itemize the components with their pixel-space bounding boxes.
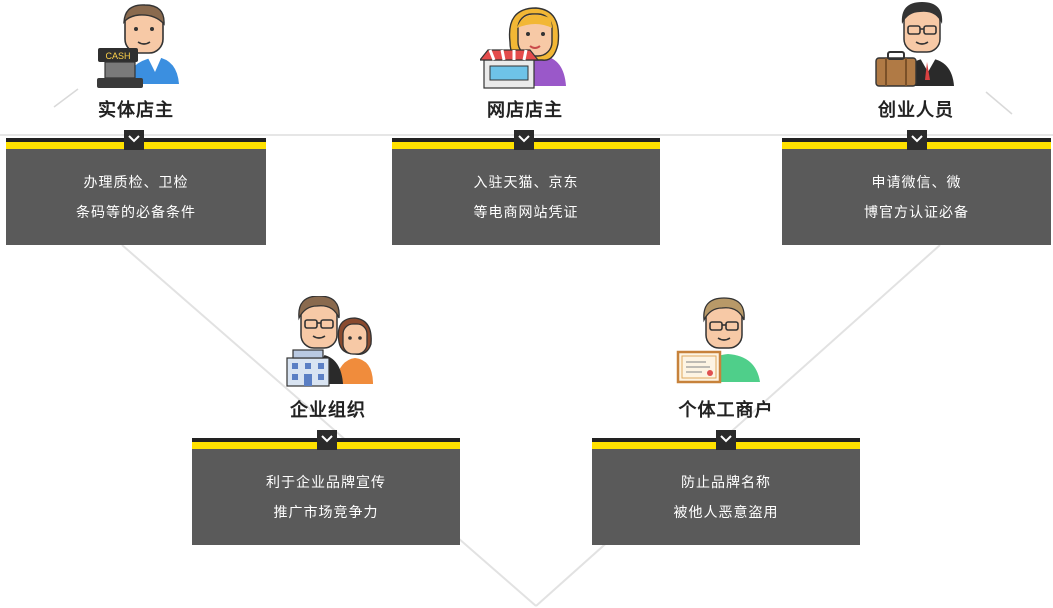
card-line: 入驻天猫、京东 [473, 175, 579, 191]
card-online-store: 入驻天猫、京东 等电商网站凭证 [392, 130, 660, 245]
chevron-down-icon [514, 130, 534, 150]
card-physical-store: 办理质检、卫检 条码等的必备条件 [6, 130, 266, 245]
card-line: 申请微信、微 [871, 175, 962, 191]
shop-owner-cash-register-icon: CASH [97, 4, 179, 88]
entrepreneur-briefcase-icon [875, 2, 954, 87]
card-line: 推广市场竞争力 [273, 505, 379, 521]
individual-business-certificate-icon [676, 297, 760, 384]
node-title-physical-store: 实体店主 [98, 100, 174, 121]
card-line: 防止品牌名称 [681, 475, 771, 491]
node-title-enterprise: 企业组织 [290, 400, 366, 421]
enterprise-building-icon [286, 296, 373, 387]
card-text: 利于企业品牌宣传 推广市场竞争力 [192, 468, 460, 528]
node-title-individual-business: 个体工商户 [678, 400, 774, 421]
node-title-online-store: 网店店主 [487, 100, 563, 121]
card-line: 条码等的必备条件 [76, 205, 196, 221]
card-enterprise: 利于企业品牌宣传 推广市场竞争力 [192, 430, 460, 545]
card-line: 办理质检、卫检 [83, 175, 189, 191]
card-text: 防止品牌名称 被他人恶意盗用 [592, 468, 860, 528]
card-line: 被他人恶意盗用 [673, 505, 779, 521]
chevron-down-icon [317, 430, 337, 450]
chevron-down-icon [716, 430, 736, 450]
online-store-owner-icon [480, 7, 566, 89]
chevron-down-icon [124, 130, 144, 150]
card-text: 办理质检、卫检 条码等的必备条件 [6, 168, 266, 228]
card-line: 利于企业品牌宣传 [266, 475, 386, 491]
card-text: 入驻天猫、京东 等电商网站凭证 [392, 168, 660, 228]
node-title-entrepreneur: 创业人员 [878, 100, 954, 121]
card-individual-business: 防止品牌名称 被他人恶意盗用 [592, 430, 860, 545]
card-entrepreneur: 申请微信、微 博官方认证必备 [782, 130, 1051, 245]
card-line: 博官方认证必备 [864, 205, 969, 221]
cash-label: CASH [105, 51, 130, 61]
card-line: 等电商网站凭证 [473, 205, 579, 221]
chevron-down-icon [907, 130, 927, 150]
card-text: 申请微信、微 博官方认证必备 [782, 168, 1051, 228]
